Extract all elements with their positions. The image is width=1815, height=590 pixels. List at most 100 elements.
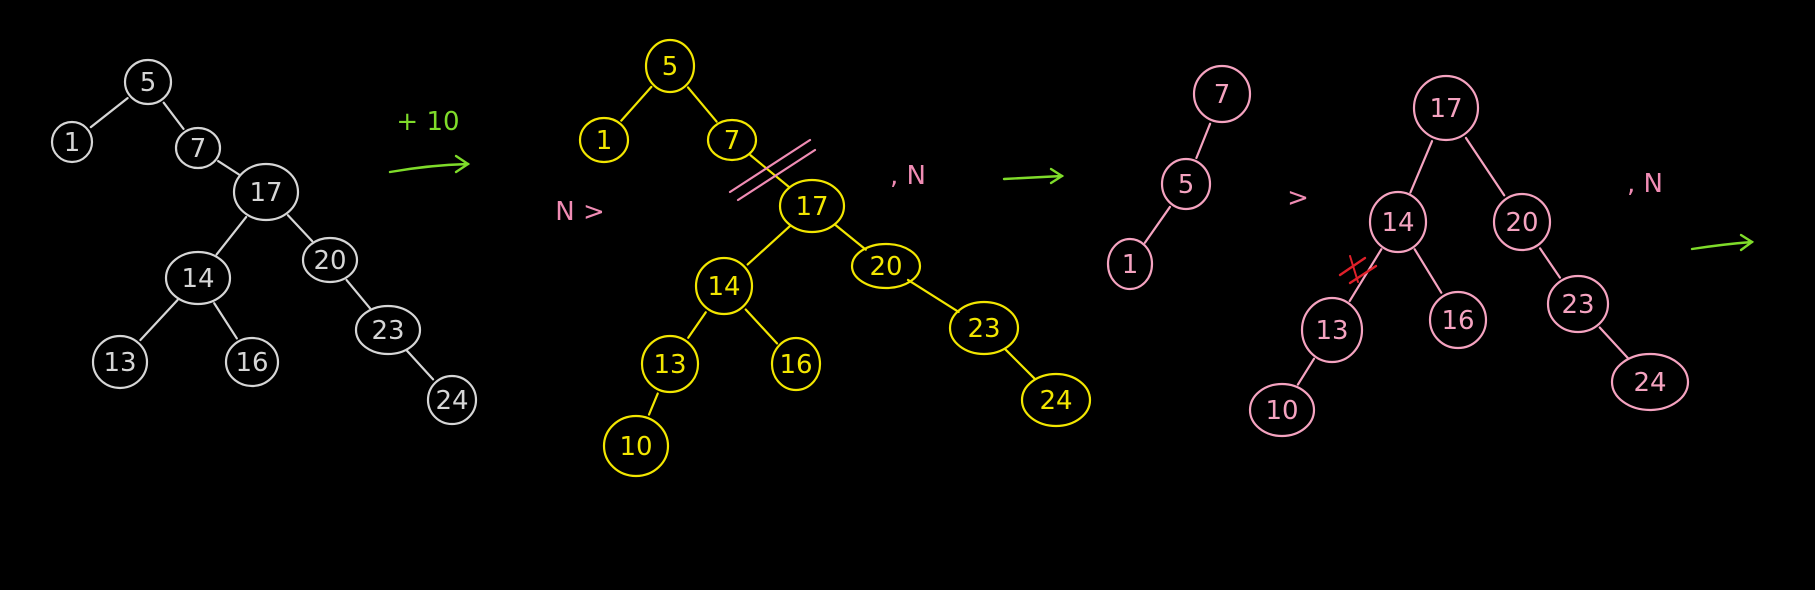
node-label: 24 [435,386,468,416]
tree-edge [1348,248,1383,303]
tree-edge [647,392,659,416]
node-circle [232,162,300,222]
node-circle [50,120,94,164]
node-circle [640,334,700,394]
node-circle [602,414,670,478]
tree-edge [1296,357,1316,386]
node-label: 17 [249,178,282,208]
node-circle [174,126,222,170]
tree-node: 16 [1428,290,1488,350]
edges-layer [89,85,1630,416]
tree-node: 20 [850,242,922,290]
node-circle [1412,74,1480,142]
node-circle [123,58,173,106]
node-circle [1160,157,1212,211]
node-circle [1248,382,1316,438]
tree-edge [620,85,653,122]
tree-node: 14 [694,256,754,316]
tree-edge [686,86,718,123]
tree-edge [139,298,179,342]
node-label: 20 [313,246,346,276]
node-circle [164,250,232,306]
node-label: 14 [707,272,740,302]
comma-n-label: , N [890,161,926,191]
tree-edge [744,308,779,345]
tree-node: 24 [1610,352,1690,412]
node-circle [578,116,630,164]
node-circle [644,38,696,94]
tree-node: 7 [706,118,758,162]
tree-edge [749,154,790,189]
node-label: 24 [1633,368,1666,398]
tree-node: 20 [1492,192,1552,252]
tree-node: 17 [1412,74,1480,142]
arrow-right-icon [388,154,471,174]
tree-node: 7 [174,126,222,170]
node-circle [1020,372,1092,428]
tree-edge [1409,140,1434,194]
tree-node: 5 [123,58,173,106]
node-circle [694,256,754,316]
tree-node: 5 [644,38,696,94]
node-label: 23 [1561,290,1594,320]
node-label: 13 [653,350,686,380]
plus-ten-label: + 10 [396,107,459,137]
comma-n-label: , N [1627,169,1663,199]
tree-edge [1143,205,1172,244]
tree-edge [1195,122,1212,160]
tree-edge [213,302,238,340]
node-label: 23 [967,314,1000,344]
node-circle [1368,190,1428,254]
tree-node: 16 [224,336,280,388]
tree-node: 7 [1192,64,1252,124]
tree-node: 24 [426,374,478,426]
node-label: 1 [64,128,81,158]
tree-node: 1 [1106,237,1154,291]
tree-node: 13 [1300,296,1364,364]
node-circle [301,236,359,284]
node-circle [1610,352,1690,412]
node-label: 16 [1441,306,1474,336]
node-circle [706,118,758,162]
tree-node: 14 [164,250,232,306]
tree-node: 16 [770,336,822,392]
node-label: 17 [1429,94,1462,124]
arrow-right-icon [1690,233,1755,252]
node-circle [1546,274,1610,334]
tree-node: 10 [1248,382,1316,438]
tree-edge [1004,348,1036,380]
tree-node: 13 [91,334,149,390]
tree-node: 1 [50,120,94,164]
node-label: 24 [1039,386,1072,416]
node-circle [426,374,478,426]
node-circle [778,178,846,234]
cut-mark-yellow-tree [728,138,817,202]
node-circle [948,300,1020,356]
node-label: 7 [190,134,207,164]
node-label: 10 [619,432,652,462]
node-circle [224,336,280,388]
node-label: 5 [662,52,679,82]
tree-node: 1 [578,116,630,164]
tree-node: 5 [1160,157,1212,211]
tree-edge [746,225,791,266]
node-circle [1300,296,1364,364]
tree-edge [217,159,241,176]
tree-edge [215,216,248,256]
node-circle [354,304,422,356]
tree-edge [162,101,185,130]
node-label: 23 [371,316,404,346]
tree-node: 14 [1368,190,1428,254]
node-circle [1492,192,1552,252]
node-label: 17 [795,192,828,222]
node-circle [1192,64,1252,124]
node-label: 13 [103,348,136,378]
tree-node: 24 [1020,372,1092,428]
node-circle [1106,237,1154,291]
node-label: 5 [1178,170,1195,200]
node-label: 1 [596,126,613,156]
tree-edge [906,278,960,314]
node-label: 13 [1315,316,1348,346]
tree-edge [1413,248,1443,294]
